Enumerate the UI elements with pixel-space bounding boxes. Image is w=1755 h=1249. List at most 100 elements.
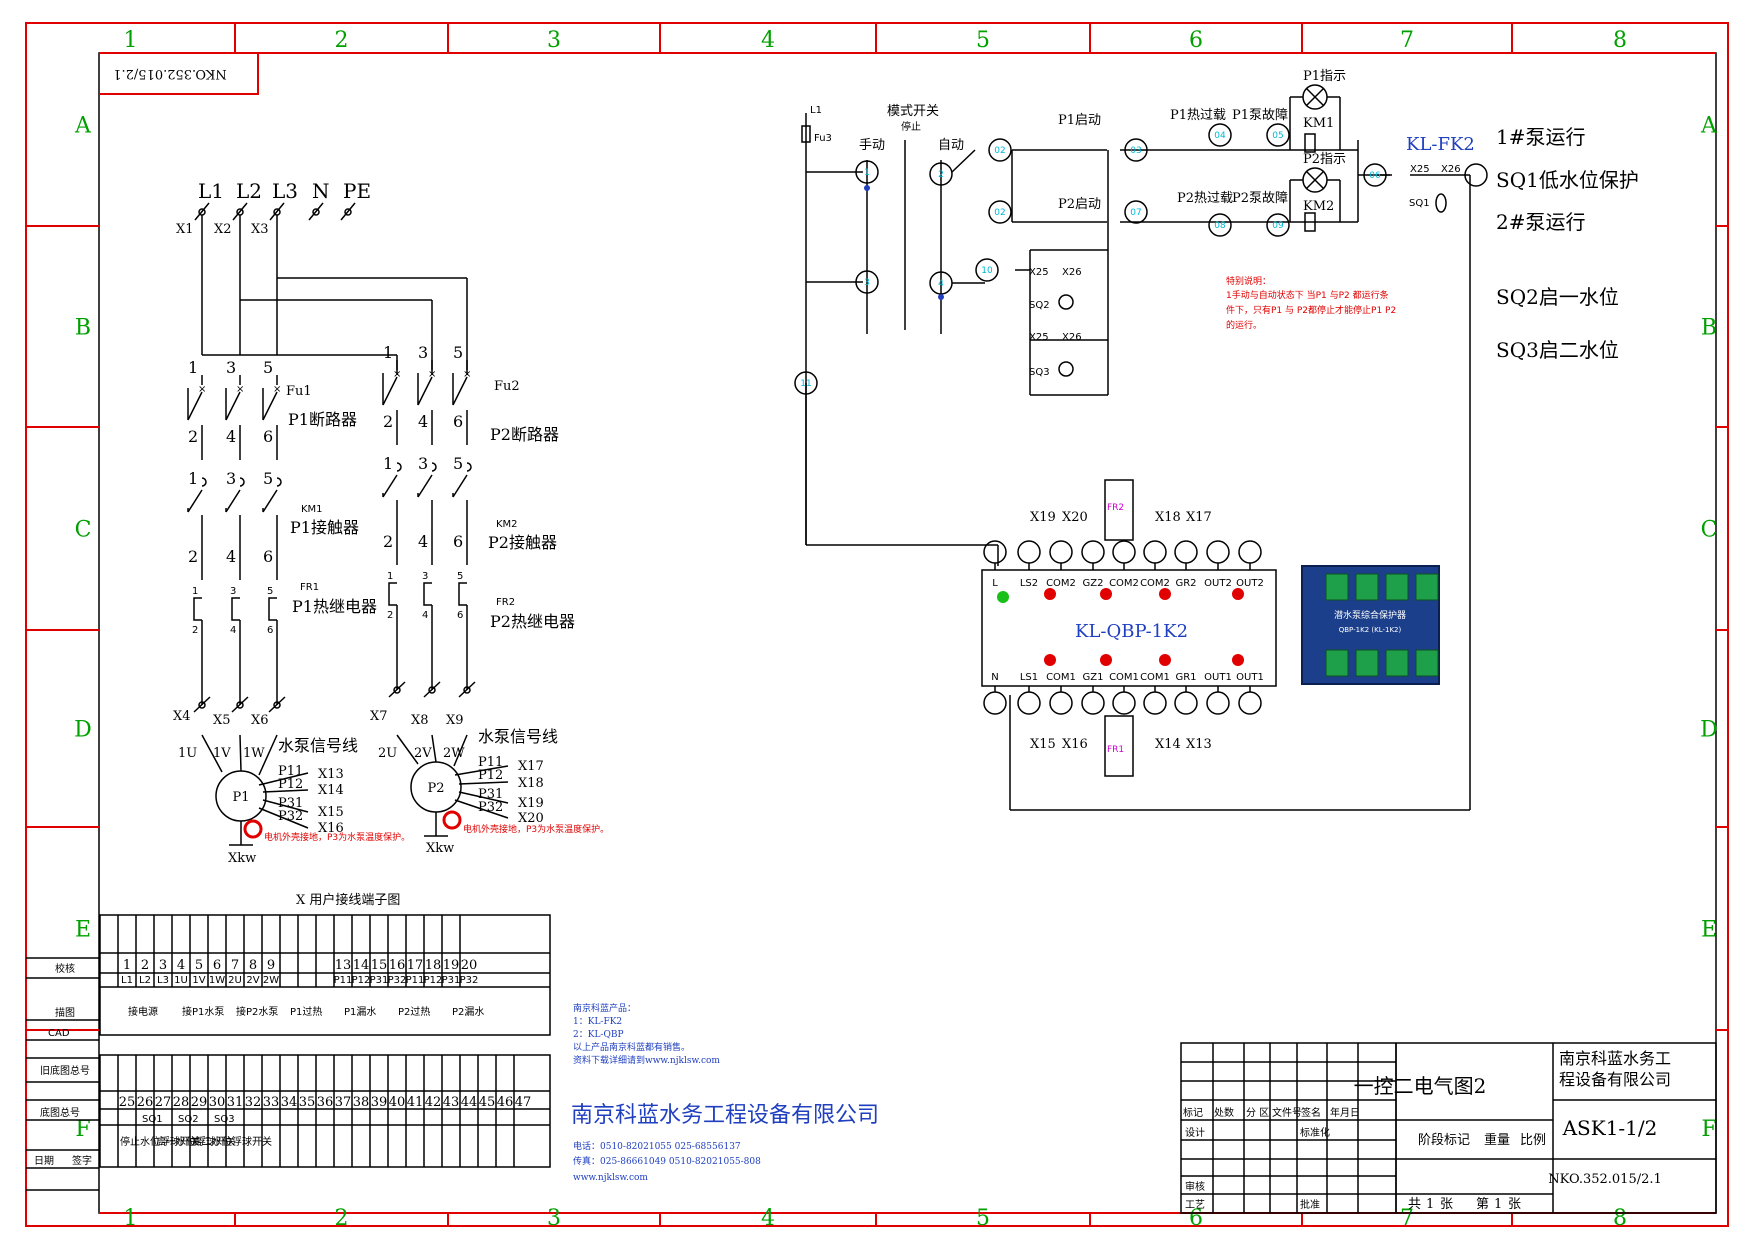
tb-stage: 阶段标记	[1418, 1133, 1470, 1148]
p1-overload-label: P1热过载	[1170, 108, 1226, 123]
pole-number: 6	[263, 547, 273, 566]
terminal-number: 37	[335, 1095, 352, 1110]
prot-bottom-pin: GR1	[1175, 672, 1196, 683]
column-marker-bottom: 5	[976, 1206, 990, 1231]
column-marker-top: 7	[1400, 28, 1414, 53]
p2-fuse: Fu2	[494, 379, 520, 394]
fuse-mark: ×	[463, 369, 471, 380]
p1-sig-p12: P12	[278, 777, 303, 792]
p2-sig-p11: P11	[478, 755, 503, 770]
p1-sig-p31: P31	[278, 796, 303, 811]
supply-l1: L1	[198, 179, 224, 203]
terminal-label: L3	[157, 975, 169, 986]
p2-lamp-label: P2指示	[1303, 152, 1346, 167]
prot-bot-x15: X15	[1030, 737, 1056, 752]
tb-sheet: 张	[1508, 1197, 1521, 1212]
wire-node	[855, 160, 879, 184]
prot-bottom-node	[1017, 691, 1041, 715]
wire-node	[1208, 213, 1232, 237]
terminal-number: 14	[353, 958, 370, 973]
km2-label: KM2	[1303, 199, 1334, 214]
pole-number: 1	[383, 343, 393, 362]
prot-top-x18: X18	[1155, 510, 1181, 525]
special-note-3: 件下，只有P1 与 P2都停止才能停止P1 P2	[1226, 304, 1396, 316]
terminal-x2: X2	[214, 222, 232, 237]
supply-l2: L2	[236, 179, 262, 203]
fuse-mark: ×	[236, 384, 244, 395]
prot-bottom-node	[1206, 691, 1230, 715]
row-marker-right: D	[1700, 718, 1718, 743]
prot-bottom-pin: OUT1	[1204, 672, 1232, 683]
side-label: 校核	[55, 962, 75, 975]
column-marker-top: 8	[1613, 28, 1627, 53]
p2-ground: Xkw	[426, 841, 454, 856]
p1-1w: 1W	[243, 746, 265, 761]
relay-pin: 6	[267, 625, 273, 636]
side-label: 描图	[55, 1006, 75, 1019]
row-marker-left: A	[74, 114, 92, 139]
terminal-number: 41	[407, 1095, 424, 1110]
protector-model: KL-QBP-1K2	[1075, 621, 1188, 642]
p1-contactor: P1接触器	[290, 518, 359, 537]
p2-fr2-tag: FR2	[496, 597, 515, 608]
wire-node	[1266, 213, 1290, 237]
prot-bottom-node	[1049, 691, 1073, 715]
company-web: www.njklsw.com	[573, 1173, 648, 1183]
prot-top-pin: COM2	[1109, 578, 1139, 589]
p2-overload-label: P2热过载	[1177, 191, 1233, 206]
prot-top-x17: X17	[1186, 510, 1212, 525]
prot-bottom-pin: N	[991, 672, 998, 683]
fr1-tag: FR1	[1107, 745, 1124, 755]
side-label: 签字	[72, 1154, 92, 1167]
float-switch: SQ3	[214, 1114, 235, 1125]
terminal-number: 7	[231, 958, 239, 973]
products-title: 南京科蓝产品：	[573, 1002, 636, 1014]
terminal-label: P12	[352, 975, 371, 986]
terminal-label: P11	[334, 975, 353, 986]
terminal-group: 接P1水泵	[182, 1005, 224, 1018]
p2-motor-label: P2	[427, 781, 444, 796]
prot-top-pin: OUT2	[1204, 578, 1232, 589]
row-marker-right: B	[1701, 316, 1717, 341]
prot-bot-x14: X14	[1155, 737, 1181, 752]
row-marker-left: F	[75, 1117, 90, 1142]
terminal-number: 16	[389, 958, 406, 973]
p2-start-label: P2启动	[1058, 197, 1101, 212]
prot-bot-x13: X13	[1186, 737, 1212, 752]
wire-node-label: 02	[994, 208, 1005, 218]
relay-pin: 4	[230, 625, 236, 636]
terminal-number: 29	[191, 1095, 208, 1110]
pole-number: 3	[418, 343, 428, 362]
prot-top-pin: COM2	[1046, 578, 1076, 589]
wire-node-label: 05	[1272, 131, 1283, 141]
wire-node	[988, 200, 1012, 224]
terminal-group: 接电源	[128, 1005, 158, 1018]
pole-number: 2	[188, 427, 198, 446]
relay-pin: 2	[192, 625, 198, 636]
relay-pin: 5	[267, 586, 273, 597]
terminal-number: 4	[177, 958, 185, 973]
terminal-label: P32	[388, 975, 407, 986]
mode-switch-label: 模式开关	[887, 104, 939, 119]
product-note: 以上产品南京科蓝都有销售。	[573, 1041, 690, 1053]
p1-relay: P1热继电器	[292, 597, 377, 616]
prot-top-node	[1238, 540, 1262, 564]
p2-2w: 2W	[443, 746, 465, 761]
prot-bottom-pin: COM1	[1109, 672, 1139, 683]
wire-node-label: 02	[994, 146, 1005, 156]
sq1-node	[1464, 163, 1488, 187]
pole-number: 1	[188, 358, 198, 377]
terminal-number: 15	[371, 958, 388, 973]
terminal-label: L1	[121, 975, 133, 986]
terminal-label: L2	[139, 975, 151, 986]
prot-bottom-node	[1112, 691, 1136, 715]
tb-code: ASK1-1/2	[1562, 1116, 1658, 1140]
terminal-label: P31	[442, 975, 461, 986]
tb-sheet: 张	[1440, 1197, 1453, 1212]
p1-breaker: P1断路器	[288, 410, 357, 429]
manual-label: 手动	[859, 138, 885, 153]
product-download: 资料下载详细请到www.njklsw.com	[573, 1054, 720, 1066]
